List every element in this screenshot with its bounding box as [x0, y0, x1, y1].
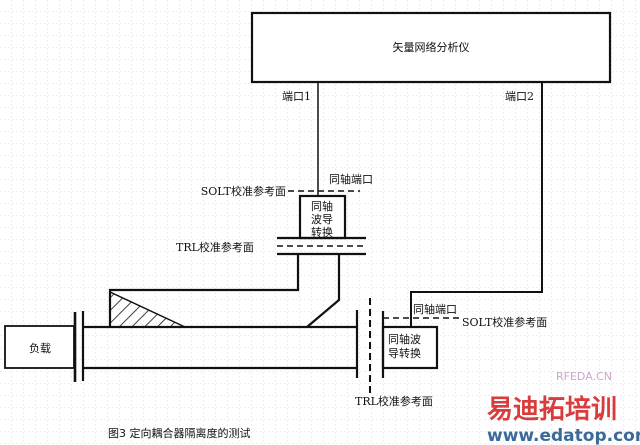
coax-port-label-2: 同轴端口 — [413, 302, 457, 316]
vector-network-analyzer-box — [250, 11, 612, 84]
converter2-line-2: 导转换 — [388, 346, 421, 360]
load-box — [4, 325, 75, 369]
converter2-line-1: 同轴波 — [388, 332, 421, 346]
coupled-arm-right — [306, 254, 341, 328]
load-label: 负载 — [29, 341, 51, 355]
coax-port-label-1: 同轴端口 — [329, 172, 373, 186]
converter1-line-2: 波导 — [311, 213, 333, 226]
watermark-url: www.edatop.com — [487, 426, 640, 445]
watermark-brand: 易迪拓培训 — [487, 395, 617, 425]
watermark-site: RFEDA.CN — [556, 370, 612, 383]
trl-ref-label-1: TRL校准参考面 — [176, 240, 254, 254]
solt-ref-label-1: SOLT校准参考面 — [201, 184, 286, 198]
port1-label: 端口1 — [282, 90, 311, 103]
converter1-line-1: 同轴 — [311, 199, 333, 213]
analyzer-label: 矢量网络分析仪 — [393, 40, 470, 54]
port2-label: 端口2 — [505, 90, 534, 103]
converter2-box — [381, 325, 439, 370]
solt-ref-label-2: SOLT校准参考面 — [462, 315, 547, 329]
trl-ref-label-2: TRL校准参考面 — [355, 394, 433, 408]
converter1-line-3: 转换 — [311, 225, 333, 239]
port2-cable — [410, 82, 543, 327]
figure-caption: 图3 定向耦合器隔离度的测试 — [108, 426, 251, 440]
